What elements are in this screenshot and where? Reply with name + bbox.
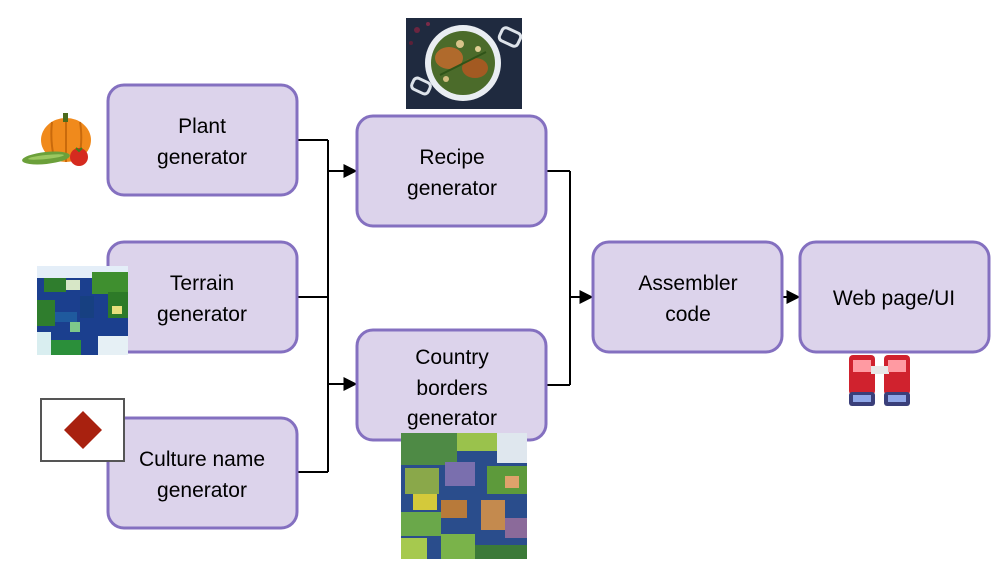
recipe-generator-label-line1: Recipe bbox=[419, 146, 484, 169]
connectors bbox=[297, 139, 801, 473]
assembler-code-label-line2: code bbox=[665, 303, 711, 326]
culture-name-generator-label-line1: Culture name bbox=[139, 448, 265, 471]
recipe-generator-label-line2: generator bbox=[407, 177, 497, 200]
terrain-generator-label-line1: Terrain bbox=[170, 272, 234, 295]
recipe-generator-box bbox=[355, 114, 548, 228]
assembler-code-label-line1: Assembler bbox=[638, 272, 737, 295]
culture-name-generator-box bbox=[106, 416, 299, 530]
node-plant-generator: Plant generator bbox=[106, 83, 299, 197]
web-page-ui-box bbox=[798, 240, 991, 354]
flag-icon bbox=[40, 398, 125, 462]
node-terrain-generator: Terrain generator bbox=[106, 240, 299, 354]
plant-generator-label-line1: Plant bbox=[178, 115, 226, 138]
terrain-generator-box bbox=[106, 240, 299, 354]
food-dish-icon bbox=[406, 18, 523, 109]
binoculars-icon bbox=[849, 355, 910, 406]
node-recipe-generator: Recipe generator bbox=[355, 114, 548, 228]
country-borders-generator-label-line2: borders bbox=[416, 377, 487, 400]
culture-name-generator-label-line2: generator bbox=[157, 479, 247, 502]
node-country-borders-generator: Country borders generator bbox=[355, 328, 548, 442]
country-borders-generator-label-line3: generator bbox=[407, 407, 497, 430]
assembler-code-box bbox=[591, 240, 784, 354]
terrain-generator-label-line2: generator bbox=[157, 303, 247, 326]
web-page-ui-label: Web page/UI bbox=[833, 287, 955, 310]
node-web-page-ui: Web page/UI bbox=[798, 240, 991, 354]
vegetables-icon bbox=[22, 113, 91, 166]
node-culture-name-generator: Culture name generator bbox=[106, 416, 299, 530]
country-borders-generator-label-line1: Country bbox=[415, 346, 489, 369]
plant-generator-box bbox=[106, 83, 299, 197]
terrain-map-icon bbox=[37, 266, 128, 355]
country-map-icon bbox=[401, 433, 527, 559]
plant-generator-label-line2: generator bbox=[157, 146, 247, 169]
node-assembler-code: Assembler code bbox=[591, 240, 784, 354]
